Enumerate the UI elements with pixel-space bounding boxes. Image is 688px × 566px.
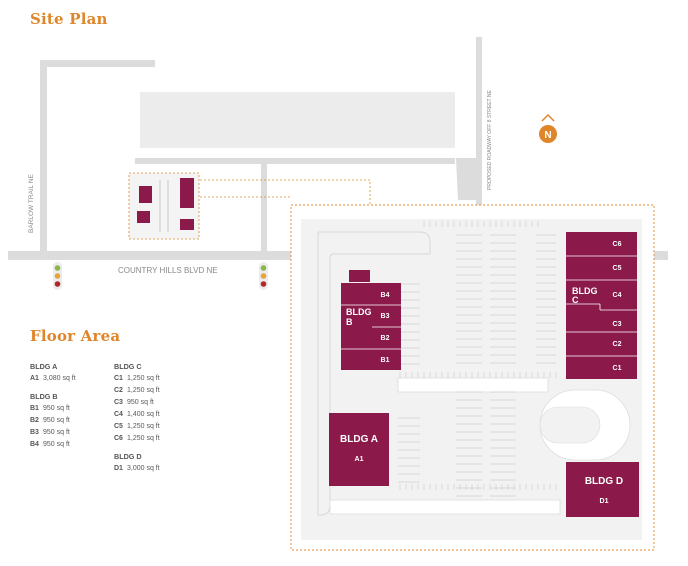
unit-code: B1: [30, 405, 39, 412]
building-b-label-2: B: [346, 317, 353, 327]
floor-area-heading: BLDG A: [30, 362, 58, 371]
unit-code: D1: [114, 465, 123, 472]
floor-area-row: B3 950 sq ft: [30, 427, 76, 439]
unit-code: C3: [114, 399, 123, 406]
floor-area-row: C2 1,250 sq ft: [114, 385, 160, 397]
floor-area-row: D1 3,000 sq ft: [114, 463, 160, 475]
north-label: N: [544, 130, 551, 141]
country-hills-label: COUNTRY HILLS BLVD NE: [118, 266, 218, 275]
floor-area-row: B2 950 sq ft: [30, 415, 76, 427]
inner-road-vertical: [261, 164, 267, 254]
building-a: BLDG A A1: [329, 413, 389, 486]
connector-lines: [200, 179, 371, 205]
building-b: BLDG B B4 B3 B2 B1: [341, 270, 401, 370]
traffic-light-left: [53, 262, 62, 290]
unit-area: 1,250 sq ft: [127, 387, 160, 394]
floor-area-row: C4 1,400 sq ft: [114, 409, 160, 421]
unit-area: 1,400 sq ft: [127, 411, 160, 418]
unit-c2: C2: [613, 341, 622, 348]
unit-b2: B2: [381, 335, 390, 342]
traffic-light-right: [259, 262, 268, 290]
unit-code: A1: [30, 375, 39, 382]
unit-code: C1: [114, 375, 123, 382]
unit-area: 1,250 sq ft: [127, 423, 160, 430]
building-a-label: BLDG A: [340, 434, 378, 445]
building-c-label-1: BLDG: [572, 286, 598, 296]
unit-b4: B4: [381, 292, 390, 299]
barlow-trail-road: [40, 60, 47, 255]
unit-code: C5: [114, 423, 123, 430]
floor-area-heading: BLDG D: [114, 452, 142, 461]
unit-code: B2: [30, 417, 39, 424]
unit-area: 950 sq ft: [43, 417, 70, 424]
unit-b3: B3: [381, 313, 390, 320]
unit-d1: D1: [600, 498, 609, 505]
north-access-road: [40, 60, 155, 67]
north-arrow-icon: N: [539, 113, 557, 143]
unit-code: C2: [114, 387, 123, 394]
parcel-block: [140, 92, 455, 148]
unit-c6: C6: [613, 241, 622, 248]
unit-area: 950 sq ft: [43, 429, 70, 436]
building-d: BLDG D D1: [566, 462, 639, 517]
floor-area-column-1: BLDG A A1 3,080 sq ft BLDG B B1 950 sq ft B2 95…: [30, 361, 76, 451]
unit-c4: C4: [613, 292, 622, 299]
unit-area: 3,000 sq ft: [127, 465, 160, 472]
barlow-trail-label: BARLOW TRAIL NE: [28, 173, 35, 233]
site-pavement: [317, 231, 631, 516]
unit-c5: C5: [613, 265, 622, 272]
unit-area: 950 sq ft: [127, 399, 154, 406]
unit-code: B3: [30, 429, 39, 436]
building-d-label: BLDG D: [585, 476, 623, 487]
floor-area-heading: BLDG B: [30, 392, 58, 401]
floor-area-row: C1 1,250 sq ft: [114, 373, 160, 385]
floor-area-row: C5 1,250 sq ft: [114, 421, 160, 433]
unit-b1: B1: [381, 357, 390, 364]
unit-area: 1,250 sq ft: [127, 435, 160, 442]
proposed-roadway: [476, 37, 482, 213]
parking-stalls: [398, 221, 557, 497]
building-b-label-1: BLDG: [346, 307, 372, 317]
unit-code: C4: [114, 411, 123, 418]
site-plan-title: Site Plan: [30, 10, 108, 28]
floor-area-column-2: BLDG C C1 1,250 sq ft C2 1,250 sq ft C3 950 sq…: [114, 361, 160, 475]
unit-code: C6: [114, 435, 123, 442]
unit-code: B4: [30, 441, 39, 448]
locator-site: [128, 172, 200, 240]
unit-area: 3,080 sq ft: [43, 375, 76, 382]
building-c: BLDG C C6 C5 C4 C3 C2 C1: [566, 232, 637, 379]
proposed-roadway-label: PROPOSED ROADWAY OFF 8 STREET NE: [487, 90, 493, 190]
unit-area: 950 sq ft: [43, 405, 70, 412]
floor-area-row: B4 950 sq ft: [30, 439, 76, 451]
floor-area-row: B1 950 sq ft: [30, 403, 76, 415]
unit-area: 1,250 sq ft: [127, 375, 160, 382]
floor-area-heading: BLDG C: [114, 362, 142, 371]
unit-area: 950 sq ft: [43, 441, 70, 448]
unit-c3: C3: [613, 321, 622, 328]
floor-area-title: Floor Area: [30, 327, 121, 345]
proposed-roadway-curve: [456, 158, 476, 200]
unit-a1: A1: [355, 456, 364, 463]
inner-road-horizontal: [135, 158, 455, 164]
floor-area-row: C3 950 sq ft: [114, 397, 160, 409]
floor-area-row: A1 3,080 sq ft: [30, 373, 76, 385]
building-c-label-2: C: [572, 295, 579, 305]
floor-area-row: C6 1,250 sq ft: [114, 433, 160, 445]
unit-c1: C1: [613, 365, 622, 372]
